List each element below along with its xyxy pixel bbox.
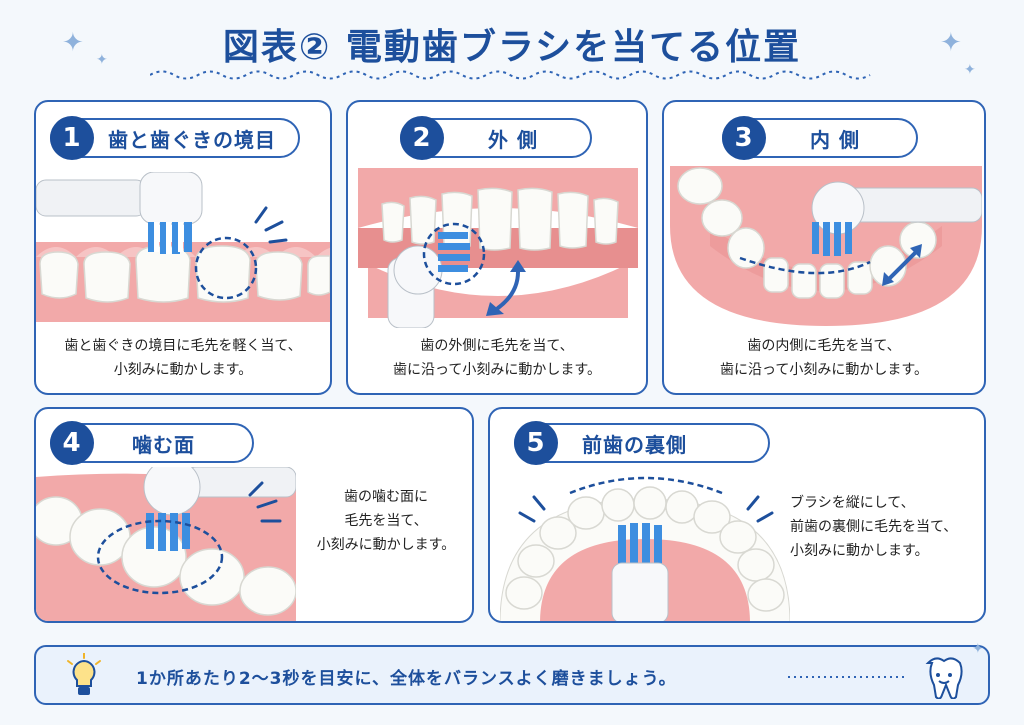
caption-line: ブラシを縦にして、	[790, 495, 915, 511]
panel-2-label: 外 側	[488, 127, 538, 152]
panel-1-caption: 歯と歯ぐきの境目に毛先を軽く当て、 小刻みに動かします。	[36, 334, 330, 382]
front-teeth-back-illustration	[500, 476, 790, 621]
panel-5-caption: ブラシを縦にして、 前歯の裏側に毛先を当て、 小刻みに動かします。	[790, 491, 980, 563]
tooth-icon	[925, 657, 963, 699]
panel-2: 2 外 側 歯の外側に毛先を当て、 歯に沿っ	[346, 100, 648, 395]
caption-line: 毛先を当て、	[344, 513, 428, 529]
caption-line: 歯と歯ぐきの境目に毛先を軽く当て、	[64, 338, 302, 354]
caption-line: 歯の噛む面に	[344, 489, 428, 505]
panel-5-badge: 5 前歯の裏側	[514, 421, 770, 465]
title-area: 図表② 電動歯ブラシを当てる位置	[0, 18, 1024, 70]
tip-text: 1か所あたり2〜3秒を目安に、全体をバランスよく磨きましょう。	[136, 669, 677, 689]
panel-4-badge: 4 噛む面	[50, 421, 254, 465]
panel-1: 1 歯と歯ぐきの境目	[34, 100, 332, 395]
panel-5-label: 前歯の裏側	[582, 432, 687, 457]
dotted-leader	[788, 676, 908, 678]
step-number: 5	[514, 421, 558, 465]
chewing-surface-illustration	[36, 467, 296, 621]
step-number: 1	[50, 116, 94, 160]
panel-3-label: 内 側	[810, 127, 860, 152]
sparkle-icon: ✦	[96, 52, 108, 68]
panel-1-badge: 1 歯と歯ぐきの境目	[50, 116, 300, 160]
panel-4-label: 噛む面	[132, 432, 195, 457]
tip-bar: 1か所あたり2〜3秒を目安に、全体をバランスよく磨きましょう。 ✦	[34, 641, 990, 705]
title-underline	[150, 70, 871, 80]
page-title: 図表② 電動歯ブラシを当てる位置	[222, 27, 802, 68]
caption-line: 歯に沿って小刻みに動かします。	[720, 362, 928, 378]
sparkle-icon: ✦	[972, 641, 984, 657]
step-number: 2	[400, 116, 444, 160]
panel-3-caption: 歯の内側に毛先を当て、 歯に沿って小刻みに動かします。	[664, 334, 984, 382]
panel-5: 5 前歯の裏側	[488, 407, 986, 623]
panel-4: 4 噛む面 歯の噛む面に 毛先を当て、 小刻みに動かします。	[34, 407, 474, 623]
panel-2-caption: 歯の外側に毛先を当て、 歯に沿って小刻みに動かします。	[348, 334, 646, 382]
caption-line: 小刻みに動かします。	[790, 543, 929, 559]
panel-4-caption: 歯の噛む面に 毛先を当て、 小刻みに動かします。	[306, 485, 466, 557]
gumline-illustration	[36, 172, 330, 322]
sparkle-icon: ✦	[940, 28, 962, 58]
panel-3: 3 内 側 歯の内側に毛先を当て、	[662, 100, 986, 395]
inner-surface-illustration	[670, 166, 982, 326]
step-number: 3	[722, 116, 766, 160]
caption-line: 歯の外側に毛先を当て、	[420, 338, 574, 354]
arrow-icon	[886, 248, 920, 282]
arrow-icon	[496, 270, 520, 310]
caption-line: 歯の内側に毛先を当て、	[747, 338, 901, 354]
caption-line: 歯に沿って小刻みに動かします。	[393, 362, 601, 378]
outer-surface-illustration	[358, 168, 638, 328]
caption-line: 小刻みに動かします。	[113, 362, 253, 378]
caption-line: 小刻みに動かします。	[316, 537, 456, 553]
caption-line: 前歯の裏側に毛先を当て、	[790, 519, 958, 535]
lightbulb-icon	[67, 653, 101, 695]
sparkle-icon: ✦	[964, 62, 976, 78]
panel-2-badge: 2 外 側	[400, 116, 592, 160]
sparkle-icon: ✦	[62, 28, 84, 58]
panel-3-badge: 3 内 側	[722, 116, 918, 160]
step-number: 4	[50, 421, 94, 465]
panel-1-label: 歯と歯ぐきの境目	[108, 127, 276, 152]
